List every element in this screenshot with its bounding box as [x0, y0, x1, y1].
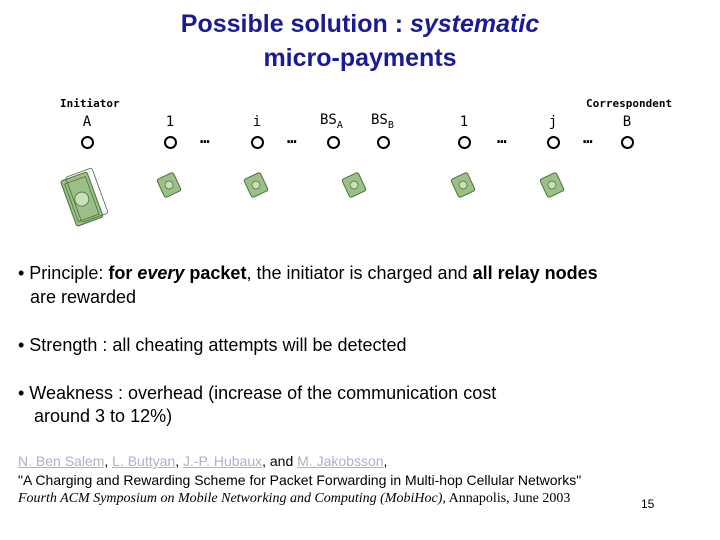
initiator-label: Initiator	[60, 97, 120, 110]
node-1b	[458, 136, 471, 149]
slide-title-line2: micro-payments	[263, 44, 457, 72]
node-i	[251, 136, 264, 149]
node-bsa	[327, 136, 340, 149]
bullet-strength: • Strength : all cheating attempts will …	[18, 335, 407, 355]
bullet-principle-cont: are rewarded	[30, 287, 137, 307]
money-icon-1	[156, 172, 182, 198]
node-label-1: 1	[165, 114, 175, 130]
reference-title: "A Charging and Rewarding Scheme for Pac…	[18, 472, 582, 488]
node-label-bsa: BSA	[320, 112, 343, 131]
money-icon-1b	[450, 172, 476, 198]
ellipsis-2: …	[287, 128, 298, 147]
author-link-4[interactable]: M. Jakobsson	[297, 453, 384, 469]
node-label-i: i	[252, 114, 262, 130]
page-number: 15	[641, 497, 655, 511]
ellipsis-3: …	[497, 128, 508, 147]
money-icon-j	[539, 172, 565, 198]
node-label-1b: 1	[459, 114, 469, 130]
author-link-3[interactable]: J.-P. Hubaux	[182, 453, 263, 469]
author-link-1[interactable]: N. Ben Salem	[18, 453, 105, 469]
reference-authors: N. Ben Salem, L. Buttyan, J.-P. Hubaux, …	[18, 453, 388, 469]
node-label-bsb: BSB	[371, 112, 394, 131]
slide-title: Possible solution : systematic	[0, 8, 720, 40]
ellipsis-1: …	[200, 128, 211, 147]
ellipsis-4: …	[583, 128, 594, 147]
correspondent-label: Correspondent	[586, 97, 673, 110]
money-icon-bs	[341, 172, 367, 198]
node-j	[547, 136, 560, 149]
money-stack-icon	[60, 168, 108, 227]
bullet-principle: • Principle: for every packet, the initi…	[18, 263, 598, 283]
node-label-b: B	[622, 114, 632, 130]
node-label-a: A	[82, 114, 92, 130]
bullet-weakness-cont: around 3 to 12%)	[34, 406, 173, 426]
money-icon-i	[243, 172, 269, 198]
node-1	[164, 136, 177, 149]
title-part1: Possible solution :	[180, 10, 410, 38]
node-b	[621, 136, 634, 149]
title-italic: systematic	[409, 10, 540, 38]
node-label-j: j	[548, 114, 558, 130]
bullet-weakness: • Weakness : overhead (increase of the c…	[18, 383, 497, 403]
node-a	[81, 136, 94, 149]
author-link-2[interactable]: L. Buttyan	[112, 453, 176, 469]
node-bsb	[377, 136, 390, 149]
reference-venue: Fourth ACM Symposium on Mobile Networkin…	[18, 491, 571, 506]
